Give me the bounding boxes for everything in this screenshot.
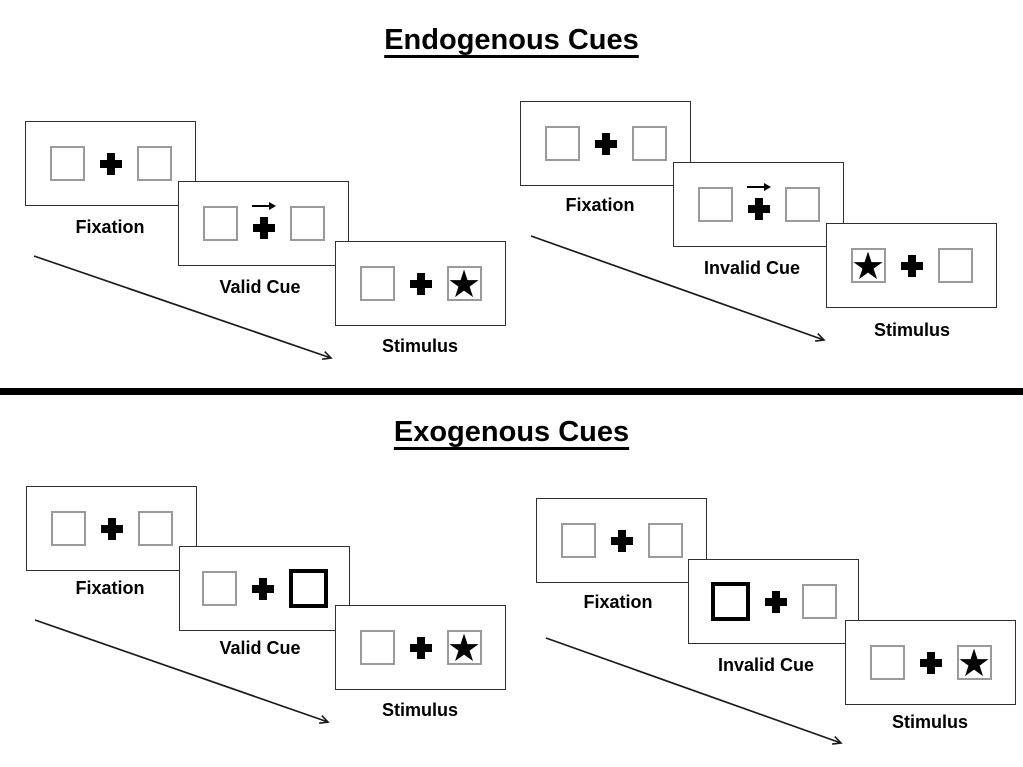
panel-endogenous-invalid-fixation [520, 101, 691, 186]
right-arrow-cue-icon [251, 201, 276, 210]
left-box-star-target: ★ [850, 243, 886, 288]
panel-exogenous-invalid-fixation [536, 498, 707, 583]
left-box [359, 266, 395, 301]
right-box-thick-cue [288, 569, 328, 608]
panel-label-invalid-cue: Invalid Cue [703, 258, 801, 278]
timeline-arrow-endogenous-valid [33, 255, 333, 360]
section-title-exogenous: Exogenous Cues [393, 416, 630, 448]
panel-exogenous-invalid-cue [688, 559, 859, 644]
fixation-center [900, 254, 923, 277]
fixation-cross-icon [252, 216, 275, 239]
fixation-cross-icon [610, 529, 633, 552]
panel-endogenous-invalid-stimulus: ★ [826, 223, 997, 308]
fixation-cross-icon [764, 590, 787, 613]
left-box [50, 511, 86, 546]
panel-label-valid-cue: Valid Cue [219, 277, 301, 297]
right-box [631, 126, 667, 161]
panel-label-fixation: Fixation [565, 195, 635, 215]
fixation-cross-icon [900, 254, 923, 277]
fixation-cross-icon [747, 197, 770, 220]
fixation-center [610, 529, 633, 552]
panel-endogenous-valid-cue [178, 181, 349, 266]
right-arrow-cue-icon [746, 182, 771, 191]
panel-label-valid-cue: Valid Cue [219, 638, 301, 658]
fixation-cross-icon [919, 651, 942, 674]
panel-label-stimulus: Stimulus [873, 320, 951, 340]
fixation-center [251, 577, 274, 600]
fixation-center [251, 201, 276, 239]
left-box-thick-cue [710, 582, 750, 621]
timeline-arrow-exogenous-valid [34, 619, 330, 724]
panel-label-fixation: Fixation [75, 578, 145, 598]
section-title-endogenous: Endogenous Cues [384, 24, 639, 56]
left-box [359, 630, 395, 665]
left-box [201, 571, 237, 606]
right-box [784, 187, 820, 222]
fixation-cross-icon [409, 272, 432, 295]
left-box [869, 645, 905, 680]
right-box [289, 206, 325, 241]
fixation-center [919, 651, 942, 674]
right-box [801, 584, 837, 619]
timeline-arrow-exogenous-invalid [545, 637, 843, 745]
left-box [49, 146, 85, 181]
right-box-star-target: ★ [446, 625, 482, 670]
fixation-center [100, 517, 123, 540]
panel-exogenous-valid-stimulus: ★ [335, 605, 506, 690]
panel-label-fixation: Fixation [583, 592, 653, 612]
right-box [137, 511, 173, 546]
fixation-center [409, 272, 432, 295]
panel-exogenous-valid-fixation [26, 486, 197, 571]
fixation-cross-icon [409, 636, 432, 659]
panel-label-stimulus: Stimulus [381, 700, 459, 720]
right-box-star-target: ★ [956, 640, 992, 685]
left-box [544, 126, 580, 161]
panel-endogenous-valid-fixation [25, 121, 196, 206]
panel-label-stimulus: Stimulus [891, 712, 969, 732]
fixation-center [99, 152, 122, 175]
panel-exogenous-valid-cue [179, 546, 350, 631]
panel-endogenous-invalid-cue [673, 162, 844, 247]
left-box [697, 187, 733, 222]
fixation-cross-icon [594, 132, 617, 155]
fixation-center [764, 590, 787, 613]
fixation-center [409, 636, 432, 659]
panel-label-stimulus: Stimulus [381, 336, 459, 356]
section-divider [0, 388, 1023, 395]
panel-label-fixation: Fixation [75, 217, 145, 237]
right-box [647, 523, 683, 558]
panel-exogenous-invalid-stimulus: ★ [845, 620, 1016, 705]
left-box [560, 523, 596, 558]
fixation-cross-icon [251, 577, 274, 600]
panel-label-invalid-cue: Invalid Cue [717, 655, 815, 675]
right-box [937, 248, 973, 283]
timeline-arrow-endogenous-invalid [530, 235, 826, 342]
fixation-center [746, 182, 771, 220]
left-box [202, 206, 238, 241]
fixation-cross-icon [100, 517, 123, 540]
fixation-center [594, 132, 617, 155]
right-box-star-target: ★ [446, 261, 482, 306]
fixation-cross-icon [99, 152, 122, 175]
panel-endogenous-valid-stimulus: ★ [335, 241, 506, 326]
right-box [136, 146, 172, 181]
